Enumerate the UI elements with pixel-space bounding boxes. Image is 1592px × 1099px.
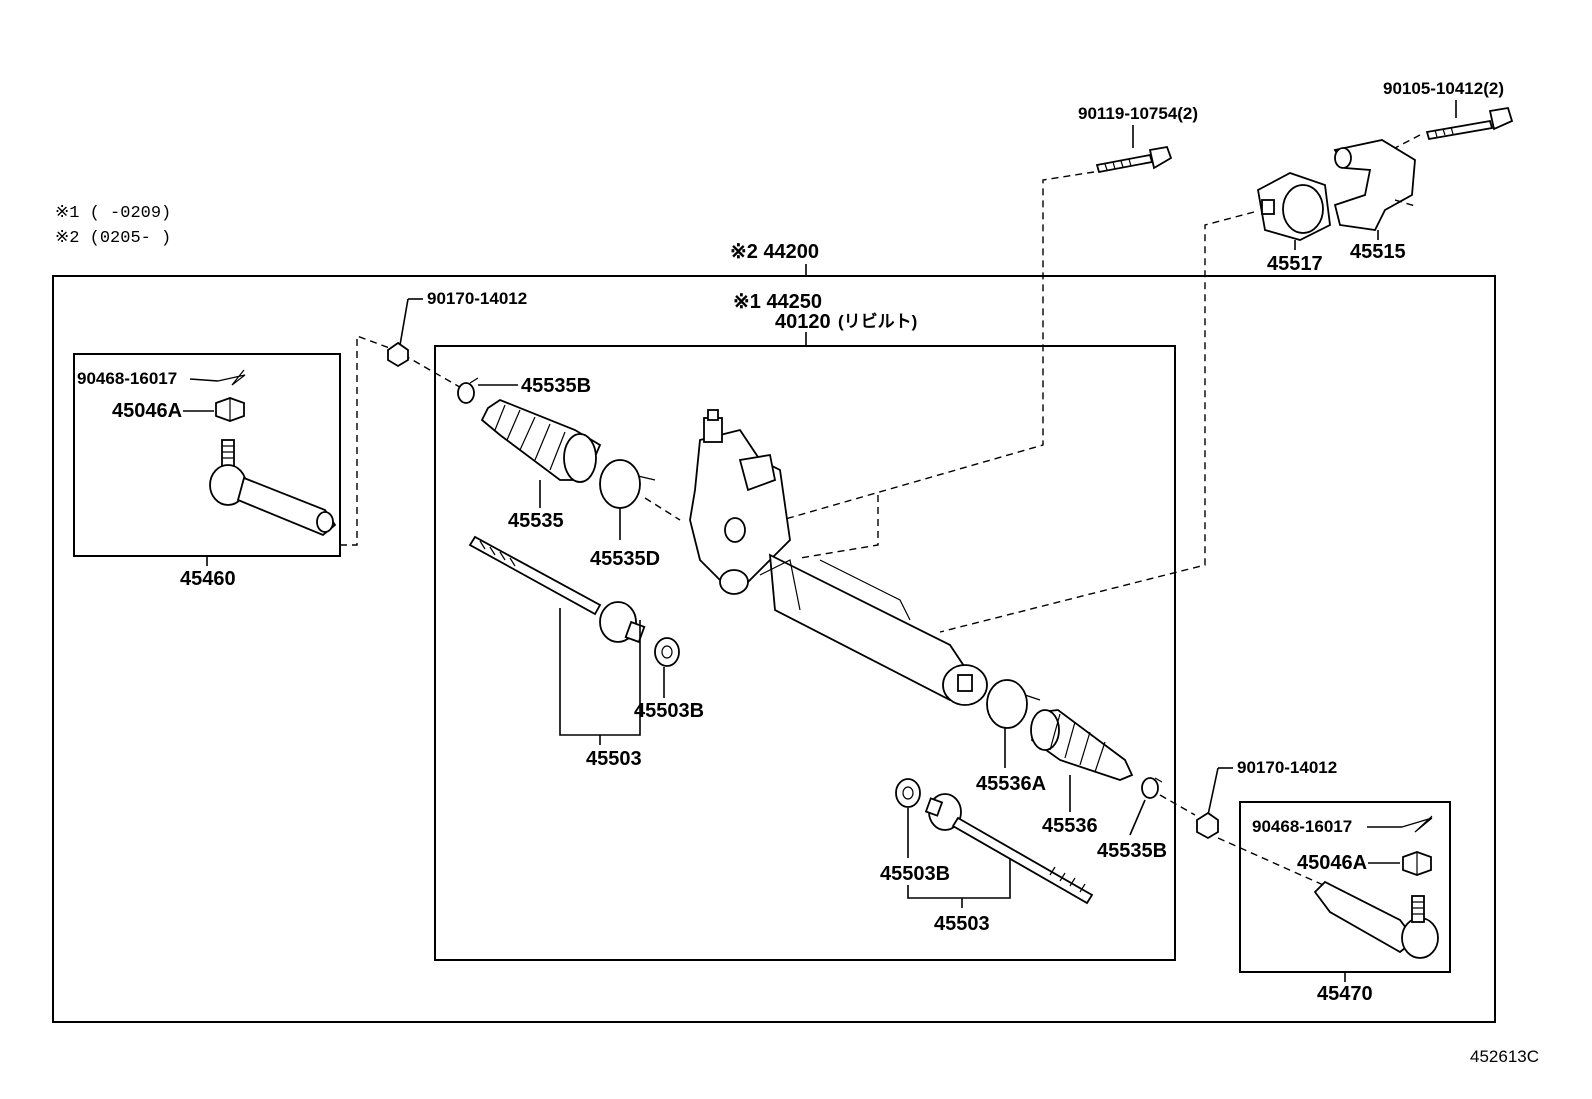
dash-right-end: [1217, 837, 1331, 889]
label-90170-14012-right[interactable]: 90170-14012: [1237, 758, 1337, 777]
bracket-45515-icon[interactable]: [1333, 139, 1416, 231]
cotter-pin-left-icon[interactable]: [217, 369, 246, 386]
nut-90170-left-icon[interactable]: [387, 341, 409, 368]
leader-90170-right-v: [1207, 767, 1219, 816]
label-45536[interactable]: 45536: [1042, 815, 1098, 837]
boot-45535-icon[interactable]: [480, 398, 602, 483]
label-44250[interactable]: ※1 44250: [733, 291, 822, 313]
label-45535D[interactable]: 45535D: [590, 548, 660, 570]
bolt-90119-icon[interactable]: [1095, 145, 1173, 174]
label-45046A-right[interactable]: 45046A: [1297, 852, 1367, 874]
tie-rod-end-45460-icon[interactable]: [209, 439, 337, 537]
label-90170-14012-left[interactable]: 90170-14012: [427, 289, 527, 308]
label-90105-10412[interactable]: 90105-10412(2): [1383, 79, 1504, 98]
label-44200[interactable]: ※2 44200: [730, 241, 819, 263]
clip-45535B-top-icon[interactable]: [457, 377, 479, 404]
dash-bolt-right: [939, 211, 1255, 633]
nut-45046A-right-icon[interactable]: [1402, 851, 1432, 876]
tie-rod-45503-right-icon[interactable]: [924, 793, 1094, 905]
washer-45503B-right-icon[interactable]: [895, 778, 921, 808]
label-45470[interactable]: 45470: [1317, 983, 1373, 1005]
label-45460[interactable]: 45460: [180, 568, 236, 590]
label-45536A[interactable]: 45536A: [976, 773, 1046, 795]
clip-45535B-bottom-icon[interactable]: [1141, 777, 1163, 799]
dash-bolt-left: [781, 171, 1095, 521]
tie-rod-45503-left-icon[interactable]: [468, 535, 646, 644]
note-2: ※2 (0205- ): [55, 229, 171, 248]
steering-gear-housing-icon[interactable]: [689, 409, 988, 706]
label-45535[interactable]: 45535: [508, 510, 564, 532]
bracket-45503-right: [907, 858, 1011, 899]
clamp-45536A-icon[interactable]: [986, 679, 1041, 729]
label-90119-10754[interactable]: 90119-10754(2): [1078, 104, 1198, 123]
leader-45535B-bottom: [1129, 799, 1146, 836]
washer-45503B-left-icon[interactable]: [654, 637, 680, 667]
label-45503B-left[interactable]: 45503B: [634, 700, 704, 722]
label-45515[interactable]: 45515: [1350, 241, 1406, 263]
label-45503-right[interactable]: 45503: [934, 913, 990, 935]
clamp-45535D-icon[interactable]: [599, 459, 656, 509]
label-90468-16017-right[interactable]: 90468-16017: [1252, 817, 1352, 836]
label-90468-16017-left[interactable]: 90468-16017: [77, 369, 177, 388]
bolt-90105-icon[interactable]: [1425, 106, 1514, 141]
label-45517[interactable]: 45517: [1267, 253, 1323, 275]
dash-bolt-bracket: [1394, 134, 1421, 149]
label-45503-left[interactable]: 45503: [586, 748, 642, 770]
label-45535B-top[interactable]: 45535B: [521, 375, 591, 397]
label-45535B-bottom[interactable]: 45535B: [1097, 840, 1167, 862]
assembly-frame: [52, 275, 1496, 1023]
label-45503B-right[interactable]: 45503B: [880, 863, 950, 885]
nut-90170-right-icon[interactable]: [1196, 811, 1219, 840]
leader-90170-left-v: [399, 298, 409, 346]
dash-right-clip: [1159, 794, 1196, 816]
bracket-45517-icon[interactable]: [1257, 172, 1331, 241]
cotter-pin-right-icon[interactable]: [1401, 815, 1433, 833]
label-45046A-left[interactable]: 45046A: [112, 400, 182, 422]
diagram-id: 452613C: [1470, 1047, 1539, 1066]
boot-45536-icon[interactable]: [1030, 709, 1134, 781]
note-1: ※1 ( -0209): [55, 204, 171, 223]
tie-rod-end-45470-icon[interactable]: [1313, 880, 1439, 959]
dash-bracket: [1394, 199, 1416, 207]
dash-housing: [799, 495, 879, 559]
nut-45046A-left-icon[interactable]: [215, 397, 245, 422]
leader-90468-left: [189, 378, 219, 382]
dash-clamp-gear: [644, 497, 681, 521]
label-40120[interactable]: 40120: [775, 311, 831, 333]
dash-left-end: [340, 334, 466, 546]
gear-assembly-frame: [434, 345, 1176, 961]
label-rebuilt: (リビルト): [838, 312, 917, 331]
